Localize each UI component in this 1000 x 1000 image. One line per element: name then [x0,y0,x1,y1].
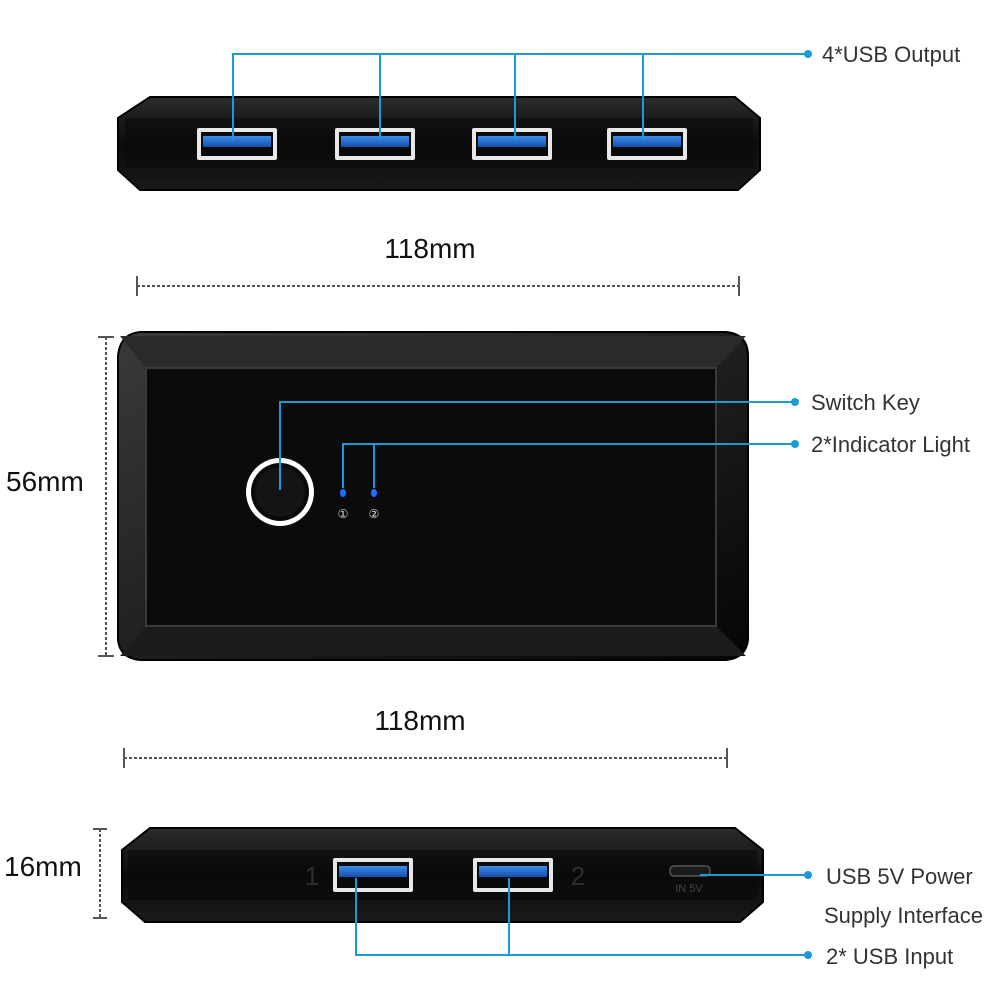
usb-input-callout-lines [355,878,808,956]
dimension-top-width: 118mm [136,233,740,296]
usb-input-port-1 [333,858,413,892]
indicator-light-callout-lines [342,443,795,488]
input-port-number-2: 2 [571,861,585,891]
led-label-1: ① [338,507,349,521]
usb-output-port [607,128,687,160]
callout-dot [804,951,812,959]
input-side-view: 1 2 IN 5V USB 5V Power Supply Interface … [121,827,983,969]
device-face-bevel-bottom [120,626,746,656]
usb-output-port [472,128,552,160]
switch-key-callout-line [279,401,795,490]
dimension-height: 56mm [6,336,114,657]
middle-width-label: 118mm [374,705,465,736]
callout-dot [804,50,812,58]
input-port-number-1: 1 [305,861,319,891]
callout-dot [791,440,799,448]
indicator-light-label: 2*Indicator Light [811,432,970,457]
device-body-top-bevel [125,118,753,168]
top-view-output-side: 4*USB Output [117,42,960,191]
dimension-depth: 16mm [4,828,107,919]
usb-input-port-2 [473,858,553,892]
switch-key [246,458,314,526]
depth-label: 16mm [4,851,82,882]
switch-key-label: Switch Key [811,390,920,415]
device-face-panel [145,367,717,627]
device-body-input-bevel [128,850,757,900]
led-label-2: ② [369,507,380,521]
indicator-led-1 [340,489,346,497]
callout-dot [791,398,799,406]
power-port-label: IN 5V [675,883,703,895]
usb-output-callout-lines [232,53,808,140]
device-face-bevel-top [120,336,746,368]
dimension-middle-width: 118mm [123,705,728,768]
indicator-led-2 [371,489,377,497]
usb-output-label: 4*USB Output [822,42,960,67]
callout-dot [804,871,812,879]
usb-output-port [335,128,415,160]
usb-power-label-line2: Supply Interface [824,903,983,928]
top-face-view: ① ② Switch Key 2*Indicator Light [117,331,970,661]
power-port [669,865,711,877]
usb-input-label: 2* USB Input [826,944,953,969]
top-width-label: 118mm [384,233,475,264]
height-label: 56mm [6,466,84,497]
usb-power-label-line1: USB 5V Power [826,864,973,889]
usb-output-port [197,128,277,160]
